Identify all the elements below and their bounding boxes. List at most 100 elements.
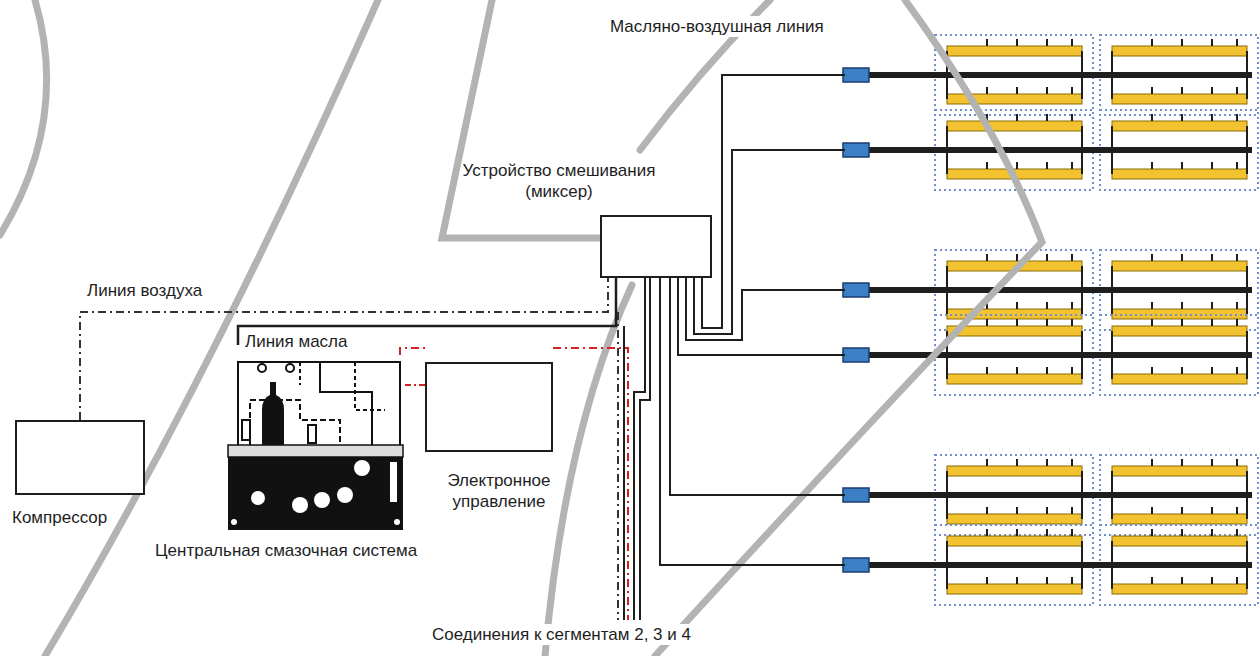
pipework [300,362,385,410]
bearing-nozzle [1071,114,1073,121]
feed-branch [946,495,948,519]
feed-branch [946,565,948,589]
connector-block [843,68,869,82]
bearing-grid [843,35,1258,605]
feed-branch [1246,541,1248,565]
bearing-nozzle [1071,459,1073,466]
bearing-nozzle [1236,529,1238,536]
pipework [250,400,340,445]
bearing-nozzle [1236,367,1238,374]
bearing-bar [1112,466,1247,476]
bearing-nozzle [1236,302,1238,309]
bearing-bar [1112,514,1247,524]
bearing-nozzle [1211,302,1213,309]
connector-block [843,348,869,362]
feed-branch [1246,471,1248,495]
segment-feeds [400,312,628,620]
bearing-nozzle [1046,507,1048,514]
feed-branch [1111,75,1113,99]
air-feed-line [617,312,619,620]
oil-air-line [660,278,845,565]
bearing-nozzle [986,162,988,169]
filter [308,425,316,443]
feed-branch [1081,471,1083,495]
bearing-nozzle [1046,254,1048,261]
bearing-nozzle [1181,459,1183,466]
oil-feed-line [623,326,625,620]
oil-air-line [686,278,845,340]
bearing-nozzle [1211,529,1213,536]
feed-branch [1081,75,1083,99]
feed-branch [1111,290,1113,314]
bearing-nozzle [1151,577,1153,584]
bearing-nozzle [1181,254,1183,261]
feed-branch [1081,565,1083,589]
bearing-nozzle [1151,114,1153,121]
feed-branch [1111,495,1113,519]
feed-branch [1246,290,1248,314]
bearing-bar [1112,584,1247,594]
feed-branch [1081,290,1083,314]
segment-line [634,278,645,620]
bearing-nozzle [1046,577,1048,584]
feed-branch [1081,541,1083,565]
bearing-nozzle [1071,529,1073,536]
bearing-nozzle [1211,367,1213,374]
bearing-nozzle [1016,302,1018,309]
bearing-bar [1112,374,1247,384]
feed-branch [946,471,948,495]
bearing-nozzle [986,87,988,94]
bearing-nozzle [1071,577,1073,584]
feed-branch [1081,355,1083,379]
bearing-nozzle [1016,529,1018,536]
bearing-nozzle [986,367,988,374]
bearing-nozzle [1181,319,1183,326]
oil-air-line [694,150,845,334]
bearing-nozzle [1181,162,1183,169]
feed-branch [1081,51,1083,75]
line-label: Линия масла [243,331,349,352]
bearing-nozzle [1046,319,1048,326]
bearing-nozzle [986,39,988,46]
lubrication-unit [228,362,403,530]
bearing-nozzle [1016,162,1018,169]
oil-bottle [262,382,284,445]
feed-branch [1081,126,1083,150]
bearing-nozzle [1236,254,1238,261]
bearing-nozzle [1211,254,1213,261]
lubrication-unit: Центральная смазочная система [228,345,403,530]
valve [258,364,266,372]
distribution-bar [868,492,1252,498]
bearing-nozzle [1046,367,1048,374]
feed-branch [1246,565,1248,589]
bearing-nozzle [1046,302,1048,309]
bearing-nozzle [1046,114,1048,121]
bearing-nozzle [1151,39,1153,46]
bearing-nozzle [1181,87,1183,94]
bearing-nozzle [1071,162,1073,169]
bearing-nozzle [1211,459,1213,466]
housing-lid [228,445,403,457]
gauge [337,487,353,503]
bearing-bar [947,584,1082,594]
bearing-nozzle [1071,319,1073,326]
diagram-label: Масляно-воздушная линия [608,16,826,37]
bearing-nozzle [1151,162,1153,169]
bearing-nozzle [1016,254,1018,261]
bearing-bar [947,326,1082,336]
bearing-nozzle [1236,319,1238,326]
bearing-bar [1112,536,1247,546]
feed-branch [946,150,948,174]
bearing-nozzle [1016,114,1018,121]
feed-branch [1111,266,1113,290]
bearing-nozzle [1046,162,1048,169]
bearing-nozzle [1236,507,1238,514]
bearing-nozzle [1016,39,1018,46]
bearing-nozzle [1236,87,1238,94]
feed-branch [1246,51,1248,75]
bearing-nozzle [986,459,988,466]
bearing-nozzle [1181,367,1183,374]
bearing-bar [1112,169,1247,179]
bearing-bar [947,46,1082,56]
